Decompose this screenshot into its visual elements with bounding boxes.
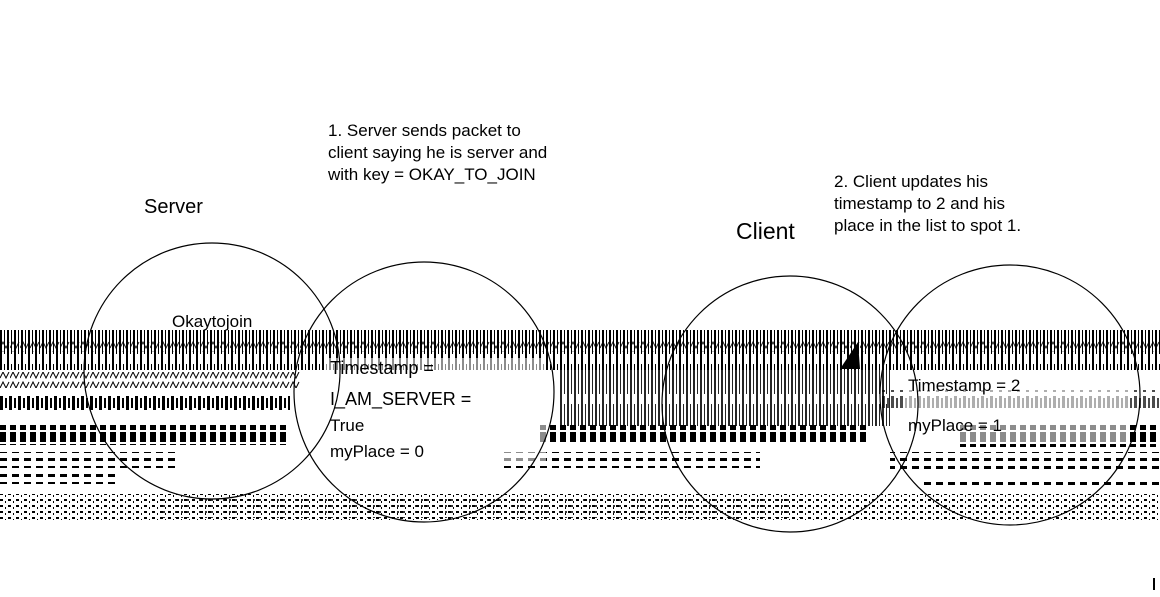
noise-row-ticks-mid-left (0, 392, 290, 410)
server-circle (83, 242, 341, 500)
server-label: Server (144, 196, 203, 218)
noise-row-dashes-low (0, 474, 120, 484)
step-2-caption: 2. Client updates his timestamp to 2 and… (834, 171, 1021, 237)
client-label: Client (736, 218, 795, 244)
noise-row-ovals (0, 372, 300, 388)
noise-row-dots (160, 496, 800, 518)
noise-row-dashes-right (890, 452, 1160, 474)
noise-row-dashes-left (0, 452, 180, 468)
client-record-backdrop (904, 372, 1130, 442)
server-timestamp-field: Timestamp = (330, 358, 434, 378)
packet-circle (293, 261, 555, 523)
arrow-head-icon (840, 342, 860, 369)
step-2-line-1: 2. Client updates his (834, 172, 989, 191)
server-my-place-field: myPlace = 0 (330, 442, 425, 461)
noise-row-zigzag-top (0, 340, 1160, 352)
step-1-line-1: 1. Server sends packet to (328, 121, 521, 140)
client-circle (879, 264, 1141, 526)
server-i-am-server-value: True (330, 416, 365, 435)
noise-row-blocks-center (540, 425, 870, 443)
server-key-value: Okaytojoin (172, 312, 253, 331)
noise-row-blocks-left (0, 425, 290, 445)
noise-row-dashes-center (500, 452, 760, 468)
noise-row-dashes-low-right (920, 478, 1160, 490)
step-1-caption: 1. Server sends packet to client saying … (328, 120, 547, 186)
step-1-line-3: with key = OKAY_TO_JOIN (328, 165, 536, 184)
corner-mark (1153, 578, 1155, 590)
noise-row-ticks-mid-center (560, 366, 890, 426)
client-timestamp-field: Timestamp = 2 (908, 376, 1021, 395)
step-2-line-2: timestamp to 2 and his (834, 194, 1006, 213)
step-1-line-2: client saying he is server and (328, 143, 548, 162)
link-circle (661, 275, 919, 533)
server-i-am-server-field: I_AM_SERVER = (330, 389, 472, 409)
client-my-place-field: myPlace = 1 (908, 416, 1003, 435)
circles (83, 242, 1141, 533)
server-record-backdrop (324, 358, 546, 466)
step-2-line-3: place in the list to spot 1. (834, 216, 1022, 235)
